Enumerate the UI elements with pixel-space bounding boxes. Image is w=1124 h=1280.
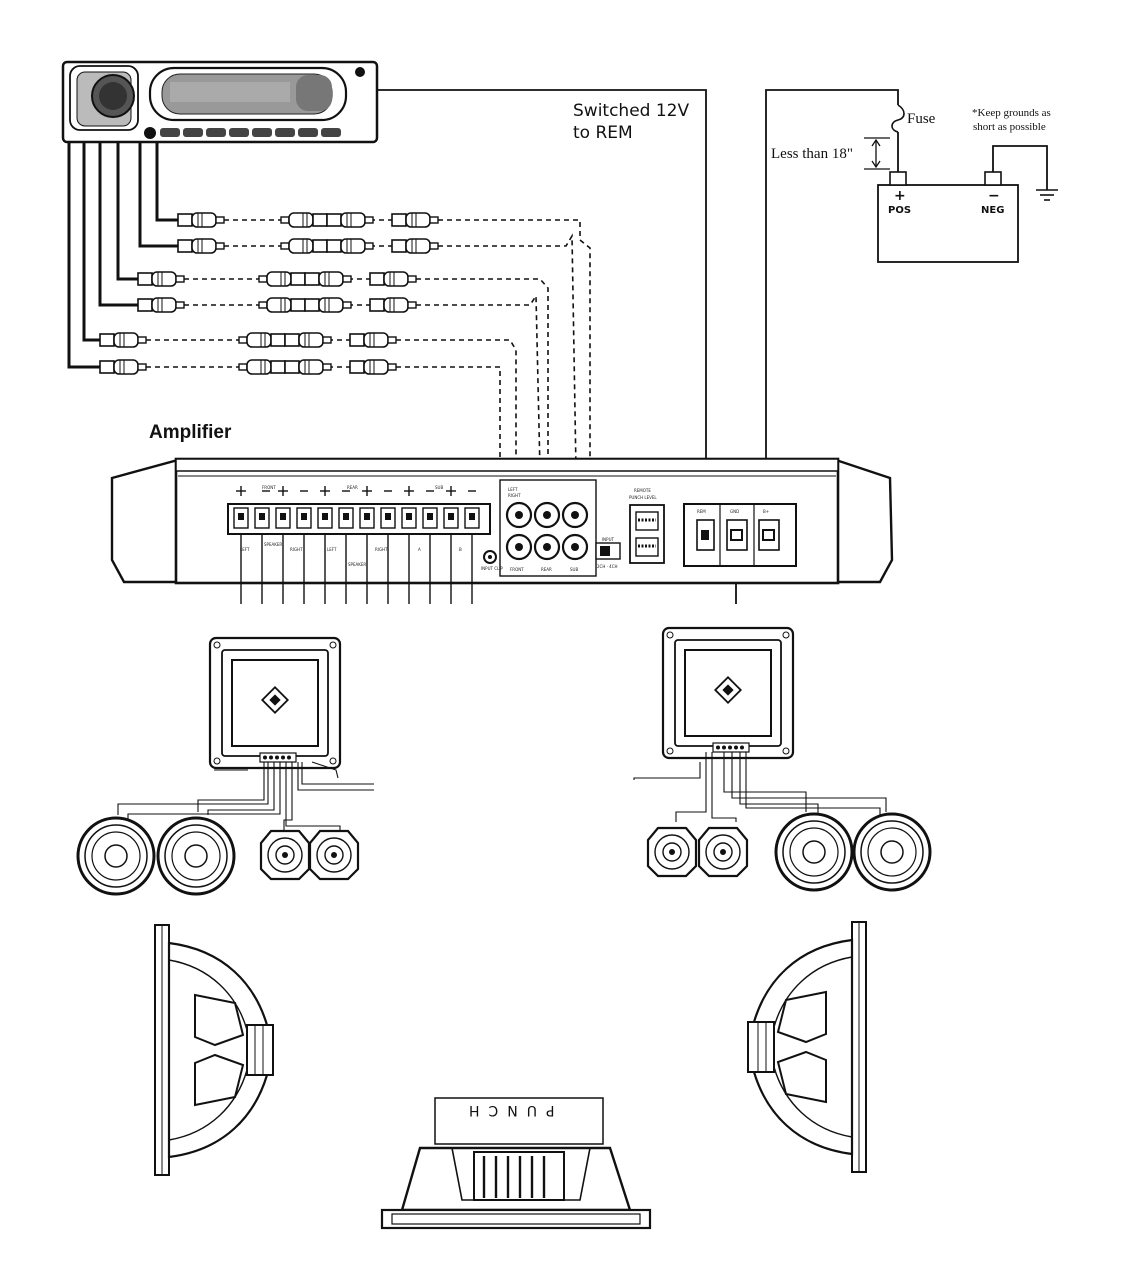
svg-text:A: A bbox=[418, 547, 421, 552]
svg-text:SUB: SUB bbox=[570, 567, 578, 572]
grounds-note-line2: short as possible bbox=[973, 121, 1046, 133]
svg-text:SUB: SUB bbox=[435, 485, 443, 490]
svg-text:INPUT CLIP: INPUT CLIP bbox=[481, 566, 503, 571]
svg-text:RIGHT: RIGHT bbox=[508, 493, 521, 498]
svg-text:SPEAKER: SPEAKER bbox=[264, 542, 282, 547]
grounds-note-line1: *Keep grounds as bbox=[972, 107, 1051, 119]
svg-text:LEFT: LEFT bbox=[508, 487, 518, 492]
rca-plug-icon bbox=[239, 212, 439, 375]
speaker-icon bbox=[746, 920, 868, 1174]
svg-text:LEFT: LEFT bbox=[240, 547, 250, 552]
svg-text:PUNCH LEVEL: PUNCH LEVEL bbox=[629, 495, 657, 500]
svg-text:2CH · 4CH: 2CH · 4CH bbox=[597, 564, 618, 569]
amplifier-body: FRONT REAR SUB LEFT SPEAKER RIGHT LEFT S… bbox=[110, 457, 894, 585]
battery-neg-sign: − bbox=[988, 188, 1000, 204]
svg-text:RIGHT: RIGHT bbox=[290, 547, 303, 552]
speaker-icon bbox=[76, 816, 360, 896]
ground-icon bbox=[1036, 189, 1058, 201]
svg-text:REAR: REAR bbox=[541, 567, 552, 572]
fuse-icon bbox=[891, 104, 905, 133]
head-unit-icon bbox=[61, 60, 379, 144]
crossover-icon bbox=[661, 626, 795, 760]
svg-text:INPUT: INPUT bbox=[602, 537, 615, 542]
battery-neg-label: NEG bbox=[981, 205, 1005, 216]
battery bbox=[877, 171, 1019, 263]
less-than-18-label: Less than 18" bbox=[771, 146, 853, 162]
svg-text:REMOTE: REMOTE bbox=[634, 488, 651, 493]
svg-text:REAR: REAR bbox=[347, 485, 358, 490]
crossover-icon bbox=[208, 636, 342, 770]
svg-text:FRONT: FRONT bbox=[510, 567, 524, 572]
battery-pos-label: POS bbox=[888, 205, 912, 216]
svg-text:SPEAKER: SPEAKER bbox=[348, 562, 366, 567]
to-rem-label: to REM bbox=[573, 123, 633, 143]
svg-text:REM: REM bbox=[697, 509, 706, 514]
switched-12v-label: Switched 12V bbox=[573, 101, 690, 121]
svg-text:FRONT: FRONT bbox=[262, 485, 276, 490]
speaker-icon bbox=[153, 923, 275, 1177]
amplifier-title: Amplifier bbox=[149, 422, 232, 443]
svg-text:RIGHT: RIGHT bbox=[375, 547, 388, 552]
fuse-label: Fuse bbox=[907, 111, 936, 127]
speaker-icon bbox=[380, 1097, 652, 1230]
svg-text:LEFT: LEFT bbox=[327, 547, 337, 552]
speaker-icon bbox=[646, 812, 932, 892]
punch-logo: PUNCH bbox=[460, 1102, 555, 1118]
svg-text:B+: B+ bbox=[763, 509, 769, 514]
svg-text:B: B bbox=[459, 547, 462, 552]
battery-pos-sign: + bbox=[894, 188, 906, 204]
svg-text:GND: GND bbox=[730, 509, 739, 514]
